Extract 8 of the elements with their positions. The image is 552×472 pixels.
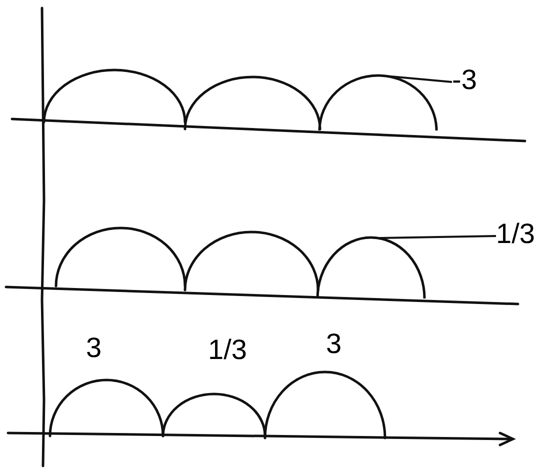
value-label: 3 [326,330,342,358]
arch-curve [318,74,438,132]
value-label: -3 [452,66,477,94]
value-label: 1/3 [208,336,247,364]
arch-curve [316,236,426,300]
value-label: 3 [86,334,102,362]
leader-line [378,235,496,239]
value-label: 1/3 [496,220,535,248]
